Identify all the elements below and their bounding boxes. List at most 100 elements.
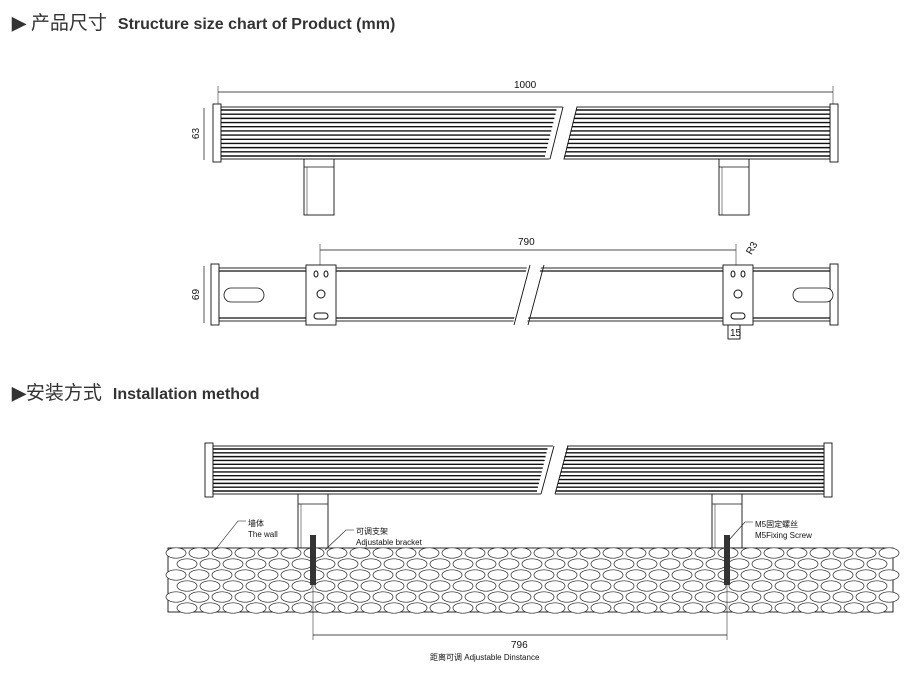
- wall-stone: [464, 569, 486, 581]
- wall-stone: [188, 569, 210, 581]
- wall-stone: [671, 591, 693, 603]
- wall-stone: [280, 547, 302, 559]
- wall-stone: [165, 569, 187, 581]
- wall-stone: [257, 569, 279, 581]
- install-bar-break: [540, 443, 568, 497]
- install-bar-break-line: [540, 445, 555, 495]
- wall-stone: [372, 569, 394, 581]
- wall-stone: [797, 602, 819, 614]
- wall-stone: [429, 558, 451, 570]
- wall-stone: [383, 558, 405, 570]
- wall-stone: [705, 602, 727, 614]
- front-bar-endcap-right: [829, 103, 839, 163]
- wall-stone: [360, 580, 382, 592]
- wall-stone: [751, 558, 773, 570]
- wall-stone: [763, 547, 785, 559]
- bracket-right: [718, 154, 750, 216]
- wall-stone: [211, 569, 233, 581]
- wall-stone: [855, 547, 877, 559]
- wall-stone: [774, 580, 796, 592]
- wall-stone: [740, 547, 762, 559]
- install-bar-endcap-left: [204, 442, 214, 498]
- wall-stone: [487, 569, 509, 581]
- slot: [313, 312, 329, 320]
- wall-stone: [441, 569, 463, 581]
- hole: [323, 270, 329, 278]
- wall-stone: [567, 580, 589, 592]
- wall-label-en: The wall: [248, 530, 278, 539]
- wall-stone: [820, 580, 842, 592]
- wall-stone: [855, 569, 877, 581]
- wall-stone: [544, 580, 566, 592]
- wall-stone: [475, 580, 497, 592]
- wall-stone: [452, 580, 474, 592]
- front-bar-break-line: [563, 106, 578, 160]
- slot: [792, 287, 834, 303]
- wall-stone: [510, 569, 532, 581]
- wall-stone: [245, 602, 267, 614]
- wall-stone: [602, 547, 624, 559]
- wall-stone: [544, 558, 566, 570]
- wall-stone: [314, 558, 336, 570]
- wall-stone: [211, 547, 233, 559]
- wall-stone: [579, 591, 601, 603]
- wall-stone: [705, 558, 727, 570]
- wall-stone: [245, 558, 267, 570]
- wall-stone: [786, 591, 808, 603]
- wall-stone: [406, 602, 428, 614]
- wall-stone: [521, 580, 543, 592]
- wall-stone: [797, 580, 819, 592]
- wall-stone: [602, 591, 624, 603]
- triangle-icon: ▶: [12, 383, 26, 403]
- wall-stone: [533, 547, 555, 559]
- wall-stone: [406, 558, 428, 570]
- wall-stone: [395, 569, 417, 581]
- wall-stone: [786, 569, 808, 581]
- wall-stone: [222, 558, 244, 570]
- distance-label: 距离可调 Adjustable Dinstance: [430, 652, 539, 663]
- wall-stone: [234, 569, 256, 581]
- wall-stone: [694, 547, 716, 559]
- wall-stone: [521, 558, 543, 570]
- dimension-bracket-width: 15: [730, 328, 742, 339]
- section-title-en: Structure size chart of Product (mm): [117, 16, 396, 33]
- wall-stone: [682, 580, 704, 592]
- wall-stone: [556, 569, 578, 581]
- wall-stone: [728, 602, 750, 614]
- wall-stone: [395, 547, 417, 559]
- wall-stone: [314, 580, 336, 592]
- wall-stone: [878, 569, 900, 581]
- wall-stone: [763, 591, 785, 603]
- dimension-height-top: 69: [191, 288, 203, 301]
- section-header-structure: ▶ 产品尺寸 Structure size chart of Product (…: [12, 8, 395, 35]
- wall-stone: [740, 569, 762, 581]
- bracket-left: [303, 154, 335, 216]
- wall-stone: [314, 602, 336, 614]
- wall-stone: [165, 547, 187, 559]
- wall-stone: [487, 591, 509, 603]
- wall-stone: [349, 569, 371, 581]
- wall-stone: [866, 602, 888, 614]
- wall-stone: [602, 569, 624, 581]
- wall-stone: [533, 569, 555, 581]
- wall: [167, 547, 894, 613]
- front-bar-break-line: [549, 106, 564, 160]
- screw-hole: [316, 289, 326, 299]
- wall-stone: [429, 580, 451, 592]
- wall-stone: [556, 591, 578, 603]
- bracket-label-cn: 可调支架: [356, 527, 388, 536]
- wall-stone: [866, 580, 888, 592]
- distance-label-en: Adjustable Dinstance: [464, 653, 540, 662]
- wall-stone: [245, 580, 267, 592]
- wall-stone: [452, 602, 474, 614]
- wall-stone: [268, 558, 290, 570]
- dimension-length: 1000: [514, 80, 537, 91]
- wall-stone: [360, 602, 382, 614]
- wall-stone: [682, 602, 704, 614]
- wall-stone: [590, 558, 612, 570]
- wall-stone: [590, 580, 612, 592]
- break: [511, 262, 543, 328]
- wall-stone: [510, 591, 532, 603]
- wall-stone: [406, 580, 428, 592]
